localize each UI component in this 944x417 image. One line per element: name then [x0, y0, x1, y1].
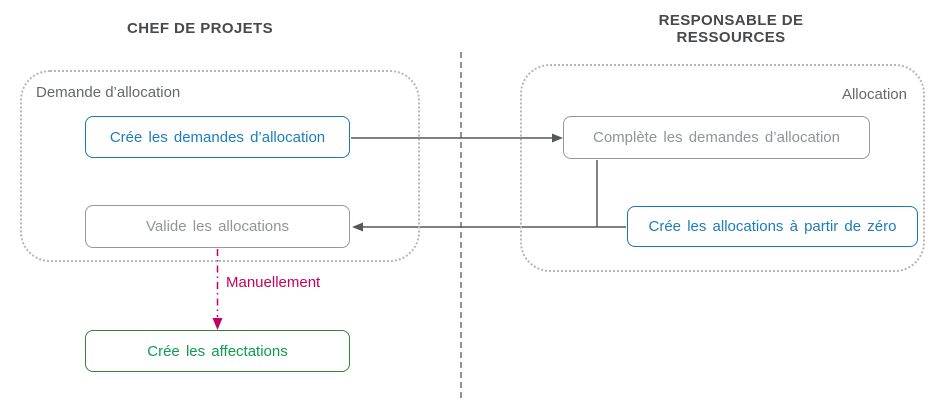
edge-label-manuellement: Manuellement [226, 274, 321, 291]
group-demande-allocation: Demande d’allocation [20, 70, 420, 262]
group-label-demande-allocation: Demande d’allocation [36, 84, 181, 101]
edge-manual-arrowhead [212, 318, 223, 330]
group-label-allocation: Allocation [841, 86, 907, 103]
lane-title-chef-de-projets: CHEF DE PROJETS [126, 20, 274, 37]
node-valide-les-allocations: Valide les allocations [85, 205, 350, 248]
node-cree-les-demandes-allocation: Crée les demandes d’allocation [85, 116, 350, 158]
group-allocation: Allocation [520, 64, 925, 272]
node-cree-les-affectations: Crée les affectations [85, 330, 350, 372]
node-cree-les-allocations-a-partir-de-zero: Crée les allocations à partir de zéro [627, 206, 918, 247]
node-complete-les-demandes-allocation: Complète les demandes d’allocation [563, 116, 870, 159]
lane-title-responsable-ressources: RESPONSABLE DE RESSOURCES [658, 12, 804, 46]
